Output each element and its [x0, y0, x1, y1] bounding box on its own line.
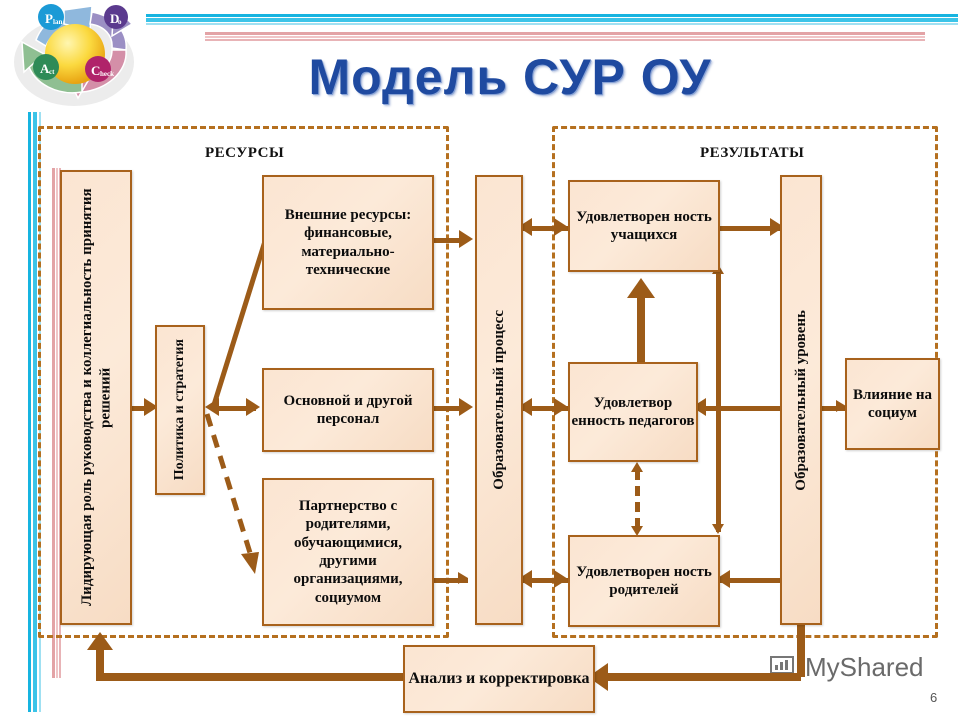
box-society-influence-label: Влияние на социум [852, 386, 932, 421]
page-title: Модель СУР ОУ [308, 49, 712, 105]
arrow-eduprocess-students-right [554, 218, 568, 236]
arrow-teachers-students [627, 278, 655, 298]
connector-eduprocess-students [523, 226, 569, 231]
resources-zone-label: РЕСУРСЫ [205, 145, 285, 161]
pdca-cycle-logo: A ct P lan D o C heck [14, 4, 134, 106]
connector-students-parents-bus [716, 272, 721, 532]
connector-eduprocess-parents [523, 578, 569, 583]
top-pink-rule [205, 32, 925, 35]
box-external-resources[interactable]: Внешние ресурсы: финансовые, материально… [262, 175, 434, 310]
box-policy-strategy[interactable]: Политика и стратегия [155, 325, 205, 495]
connector-leadership-policy [132, 406, 148, 411]
top-cyan-rule-2 [146, 18, 958, 22]
results-zone-label: РЕЗУЛЬТАТЫ [700, 145, 805, 161]
svg-text:D: D [110, 11, 119, 26]
top-pink-rule-2 [205, 36, 925, 38]
svg-text:o: o [118, 18, 122, 26]
top-pink-rule-3 [205, 39, 925, 41]
box-educational-process-label: Образовательный процесс [490, 310, 507, 490]
arrow-policy-staff [246, 398, 260, 416]
connector-students-edulevel [720, 226, 782, 231]
arrow-eduprocess-parents-right [554, 570, 568, 588]
box-educational-process[interactable]: Образовательный процесс [475, 175, 523, 625]
connector-analysis-leadership-riser [96, 648, 104, 677]
connector-staff-eduprocess [434, 406, 466, 411]
box-leadership[interactable]: Лидирующая роль руководства и коллегиаль… [60, 170, 132, 625]
box-teachers-satisfaction[interactable]: Удовлетвор енность педагогов [568, 362, 698, 462]
top-cyan-rule [146, 14, 958, 17]
box-society-influence[interactable]: Влияние на социум [845, 358, 940, 450]
arrow-students-bus-down [712, 524, 724, 534]
arrow-staff-eduprocess [459, 398, 473, 416]
connector-edulevel-society [822, 406, 848, 411]
box-parents-satisfaction[interactable]: Удовлетворен ность родителей [568, 535, 720, 627]
arrow-analysis-leadership [87, 632, 113, 650]
arrow-edulevel-society [836, 400, 846, 412]
box-parents-satisfaction-label: Удовлетворен ность родителей [576, 563, 712, 598]
connector-analysis-leadership [96, 673, 406, 681]
resources-zone [38, 126, 449, 638]
svg-text:ct: ct [49, 68, 55, 76]
connector-feedback-to-analysis [595, 673, 801, 681]
connector-edulevel-teachers [700, 406, 782, 411]
svg-text:heck: heck [100, 70, 114, 78]
arrow-parents-teachers-down [631, 526, 643, 536]
svg-text:C: C [91, 63, 100, 78]
connector-eduprocess-teachers [523, 406, 569, 411]
top-cyan-rule-3 [146, 23, 958, 25]
box-policy-strategy-label: Политика и стратегия [172, 339, 188, 481]
myshared-watermark-label: MyShared [805, 652, 924, 682]
box-analysis-correction-label: Анализ и корректировка [408, 670, 590, 688]
svg-text:lan: lan [53, 18, 62, 26]
box-students-satisfaction[interactable]: Удовлетворен ность учащихся [568, 180, 720, 272]
left-pink-rule-2 [56, 168, 58, 678]
box-staff[interactable]: Основной и другой персонал [262, 368, 434, 452]
box-educational-level[interactable]: Образовательный уровень [780, 175, 822, 625]
arrow-partnership-eduprocess [458, 572, 468, 584]
box-students-satisfaction-label: Удовлетворен ность учащихся [576, 208, 712, 243]
left-cyan-rule-2 [33, 112, 37, 712]
arrow-policy-left [205, 398, 219, 416]
connector-teachers-students [637, 295, 645, 365]
connector-partnership-eduprocess [434, 578, 468, 583]
arrow-parents-teachers-up [631, 462, 643, 472]
arrow-external-eduprocess [459, 230, 473, 248]
box-leadership-label: Лидирующая роль руководства и коллегиаль… [78, 188, 113, 607]
box-staff-label: Основной и другой персонал [283, 392, 413, 427]
connector-edulevel-feedback [797, 625, 805, 677]
connector-policy-partnership [204, 413, 259, 574]
connector-parents-edulevel [720, 578, 782, 583]
left-pink-rule [52, 168, 55, 678]
connector-parents-teachers [635, 470, 640, 528]
box-partnership-label: Партнерство с родителями, обучающимися, … [293, 498, 403, 606]
box-educational-level-label: Образовательный уровень [792, 309, 809, 491]
box-teachers-satisfaction-label: Удовлетвор енность педагогов [571, 394, 695, 429]
box-analysis-correction[interactable]: Анализ и корректировка [403, 645, 595, 713]
myshared-watermark: MyShared [768, 652, 924, 683]
page-number: 6 [930, 690, 938, 705]
arrow-eduprocess-teachers-right [554, 398, 568, 416]
left-cyan-rule [28, 112, 31, 712]
arrow-leadership-policy [144, 398, 158, 416]
svg-text:P: P [45, 11, 53, 26]
box-partnership[interactable]: Партнерство с родителями, обучающимися, … [262, 478, 434, 626]
connector-external-eduprocess [434, 238, 466, 243]
svg-text:A: A [40, 61, 50, 76]
box-external-resources-label: Внешние ресурсы: финансовые, материально… [284, 206, 412, 278]
connector-policy-staff [218, 406, 256, 411]
